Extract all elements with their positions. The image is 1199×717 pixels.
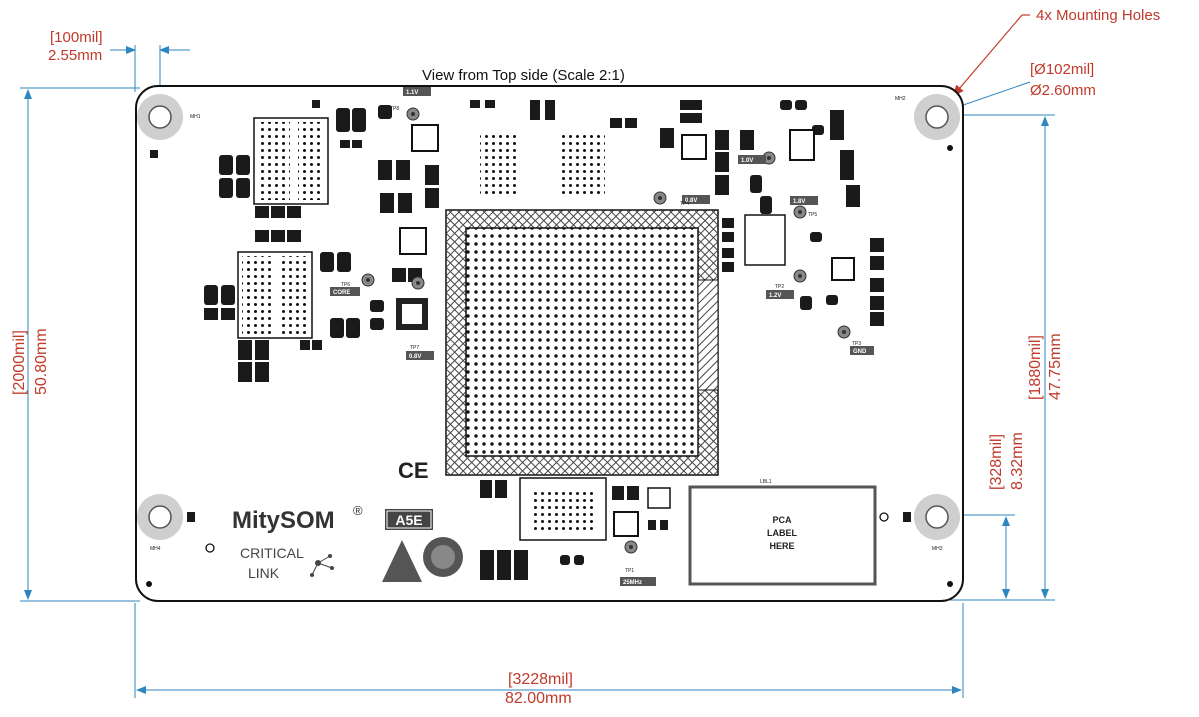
memory-chip-2 <box>237 251 313 339</box>
tp-ref-5: TP5 <box>808 212 817 218</box>
critical-link-logo: CRITICAL LINK <box>240 545 334 581</box>
hole-y-mil: [328mil] <box>988 434 1005 490</box>
brand-registered: ® <box>353 503 363 518</box>
hole-dia-mil: [Ø102mil] <box>1030 61 1094 78</box>
hole-ref-4: MH4 <box>150 546 161 552</box>
width-mm: 82.00mm <box>505 690 572 707</box>
dimension-texts: 4x Mounting Holes [100mil] 2.55mm [Ø102m… <box>11 7 1160 707</box>
hole-ref-1: MH1 <box>190 114 201 120</box>
logo-line1: CRITICAL <box>240 545 304 561</box>
tp-tag-1: 1.1V <box>406 90 418 96</box>
tp-ref-3: TP3 <box>852 341 861 347</box>
tp-tag-6: CORE <box>333 290 350 296</box>
fiducial <box>146 581 152 587</box>
edge-offset-mil: [100mil] <box>50 29 103 46</box>
tp-tag-8: GND <box>853 349 867 355</box>
tp-ref-4: TP4 <box>680 201 689 207</box>
mounting-hole-tl <box>137 94 183 140</box>
model-badge <box>385 509 433 530</box>
view-title: View from Top side (Scale 2:1) <box>422 67 625 84</box>
fiducial <box>879 512 889 522</box>
hole-ref-3: MH3 <box>932 546 943 552</box>
fpga-package <box>445 209 719 476</box>
testpoint-1 <box>406 107 420 121</box>
testpoint-8 <box>837 325 851 339</box>
edge-offset-mm: 2.55mm <box>48 47 102 64</box>
testpoint-refs: TP1 TP2 TP3 TP4 TP5 TP6 TP7 TP8 <box>341 106 861 574</box>
tp-ref-8: TP8 <box>390 106 399 112</box>
testpoint-tags: 1.1V 1.0V 0.8V 1.8V 1.2V CORE 0.8V GND 2… <box>330 87 874 586</box>
mounting-hole-bl <box>137 494 183 540</box>
tp-tag-4: 1.8V <box>793 199 805 205</box>
label-line1: PCA <box>772 515 792 525</box>
hole-ref-2: MH2 <box>895 96 906 102</box>
smd-components <box>150 100 911 580</box>
testpoint-6 <box>361 273 375 287</box>
testpoint-3 <box>653 191 667 205</box>
mounting-hole-br <box>914 494 960 540</box>
fiducial <box>205 543 215 553</box>
ce-mark: CE <box>398 458 429 483</box>
logo-line2: LINK <box>248 565 280 581</box>
height-mm: 50.80mm <box>33 328 50 395</box>
label-line3: HERE <box>769 541 794 551</box>
model-name: A5E <box>395 512 422 528</box>
label-line2: LABEL <box>767 528 797 538</box>
tp-tag-7: 0.8V <box>409 354 421 360</box>
tp-ref-6: TP6 <box>341 282 350 288</box>
hole-span-mil: [1880mil] <box>1027 335 1044 400</box>
pca-label-box: LBL1 PCA LABEL HERE <box>688 479 877 586</box>
esd-symbol <box>382 540 422 582</box>
brand-name: MitySOM <box>232 507 335 534</box>
fiducial <box>947 145 953 151</box>
fiducial <box>947 581 953 587</box>
hole-dia-mm: Ø2.60mm <box>1030 82 1096 99</box>
memory-chip-1 <box>253 117 329 205</box>
hole-y-mm: 8.32mm <box>1009 432 1026 490</box>
testpoint-5 <box>793 269 807 283</box>
tp-tag-9: 25MHz <box>623 580 642 586</box>
tp-ref-7: TP7 <box>410 345 419 351</box>
testpoint-4 <box>793 205 807 219</box>
tp-tag-5: 1.2V <box>769 293 781 299</box>
callout-text: 4x Mounting Holes <box>1036 7 1160 24</box>
testpoint-7 <box>411 276 425 290</box>
hole-span-mm: 47.75mm <box>1047 333 1064 400</box>
width-mil: [3228mil] <box>508 671 573 688</box>
tp-ref-2: TP2 <box>775 284 784 290</box>
testpoint-9 <box>624 540 638 554</box>
tp-tag-3: 0.8V <box>685 198 697 204</box>
callout-leader <box>952 14 1023 97</box>
tp-tag-2: 1.0V <box>741 158 753 164</box>
height-mil: [2000mil] <box>11 330 28 395</box>
label-ref: LBL1 <box>760 479 772 485</box>
small-bga <box>519 477 607 541</box>
mounting-hole-tr <box>914 94 960 140</box>
tp-ref-1: TP1 <box>625 568 634 574</box>
